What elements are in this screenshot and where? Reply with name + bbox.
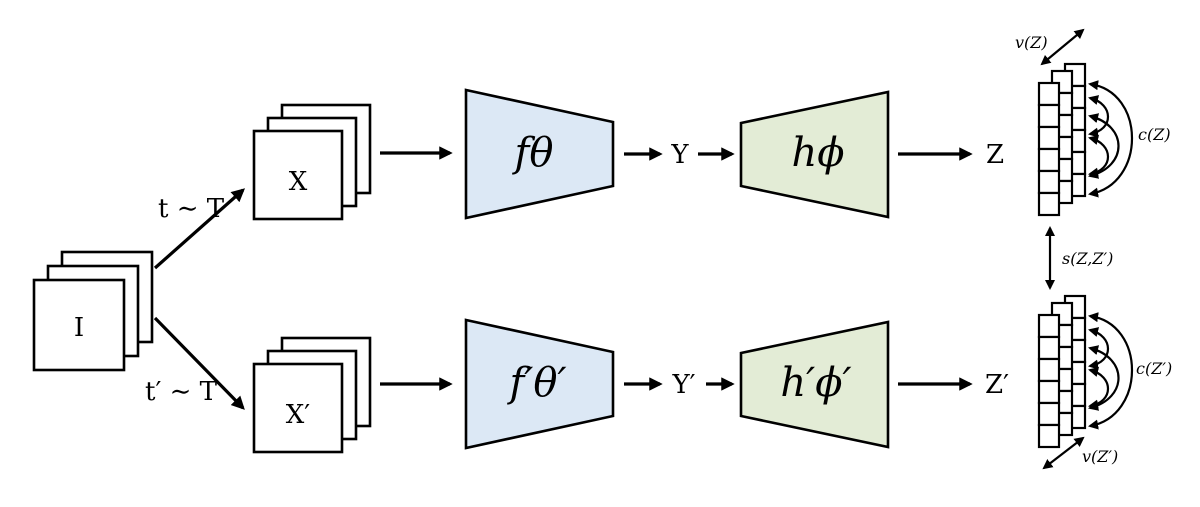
covariance-arcs-z	[1087, 80, 1133, 198]
transform-arrow-top	[153, 188, 246, 270]
encoder-f-theta	[464, 88, 615, 220]
encoder-f-prime-label: f′θ′	[506, 360, 566, 406]
transform-label-bottom: t′ ∼ T	[145, 377, 218, 407]
covariance-arcs-z-prime	[1087, 312, 1133, 430]
embedding-z-prime-label: Z′	[985, 370, 1009, 400]
variance-z-prime-label: v(Z′)	[1082, 447, 1118, 466]
z-vector-front	[1037, 81, 1061, 217]
encoder-f-theta-label: fθ	[512, 130, 554, 176]
projector-h-phi-label: hϕ	[791, 130, 844, 176]
covariance-z-label: c(Z)	[1138, 125, 1171, 144]
view-x-prime-label: X′	[286, 400, 311, 430]
view-x-label: X	[289, 167, 308, 197]
view-x-stack: X	[252, 103, 372, 221]
encoder-f-prime-theta-prime	[464, 318, 615, 450]
representation-y-label: Y	[670, 140, 689, 170]
variance-arrow-z-prime	[1042, 436, 1085, 470]
z-vector-back	[1063, 62, 1087, 198]
transform-label-top: t ∼ T	[158, 194, 225, 224]
projector-h-prime-label: h′ϕ′	[780, 360, 851, 406]
variance-z-label: v(Z)	[1015, 33, 1048, 52]
covariance-z-prime-label: c(Z′)	[1136, 359, 1172, 378]
embedding-z-label: Z	[986, 140, 1004, 170]
representation-y-prime-label: Y′	[671, 370, 695, 400]
input-label: I	[74, 313, 84, 343]
projector-h-prime-phi-prime	[739, 320, 890, 449]
z-prime-vector-front	[1037, 313, 1061, 449]
transform-arrow-bottom	[153, 316, 245, 410]
variance-arrow-z	[1040, 28, 1085, 66]
embedding-z-prime-vectors	[1037, 294, 1087, 449]
input-image-stack: I	[32, 250, 154, 372]
projector-h-phi	[739, 90, 890, 219]
embedding-z-vectors	[1037, 62, 1087, 217]
view-x-prime-stack: X′	[252, 336, 372, 454]
invariance-label: s(Z,Z′)	[1062, 249, 1113, 268]
